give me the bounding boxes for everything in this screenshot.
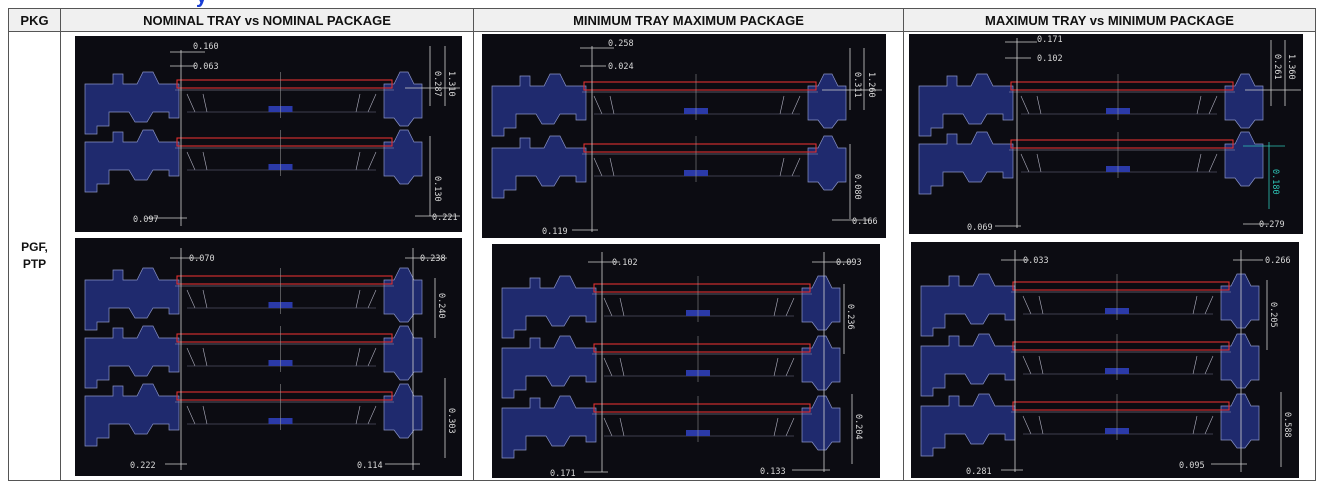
comparison-table: PKG NOMINAL TRAY vs NOMINAL PACKAGE MINI… xyxy=(8,8,1316,481)
tray-row xyxy=(84,383,423,447)
dim-label: 0.204 xyxy=(853,414,863,440)
dim-label: 1.310 xyxy=(446,71,456,97)
dimension-lines xyxy=(572,46,882,232)
nominal-cell: 0.160 0.063 0.097 0.287 1.310 0.130 0.22… xyxy=(60,31,474,481)
dim-label: 0.258 xyxy=(608,39,634,49)
dimension-lines xyxy=(1001,250,1282,472)
dim-label: 0.261 xyxy=(1272,54,1282,80)
tray-row xyxy=(84,325,423,389)
dimension-lines xyxy=(584,252,853,473)
dim-label: 0.171 xyxy=(550,469,576,478)
dim-label: 0.205 xyxy=(1268,302,1278,328)
header-pkg: PKG xyxy=(8,8,61,32)
dim-label: 0.080 xyxy=(852,174,862,200)
dim-label: 0.033 xyxy=(1023,256,1049,266)
dim-label: 0.171 xyxy=(1037,35,1063,45)
dim-label: 1.360 xyxy=(1286,54,1296,80)
dim-label: 0.279 xyxy=(1259,220,1285,230)
minimum-top-svg: 0.258 0.024 0.311 1.260 0.080 0.166 0.11… xyxy=(491,39,882,237)
dim-label: 0.266 xyxy=(1265,256,1291,266)
dim-label: 0.180 xyxy=(1270,169,1280,195)
dimension-lines xyxy=(995,38,1301,228)
maximum-cell: 0.171 0.102 0.261 1.360 0.180 0.069 0.27… xyxy=(903,31,1316,481)
nominal-bottom-svg: 0.070 0.238 0.240 0.303 0.222 0.114 xyxy=(84,248,456,471)
tray-row xyxy=(920,273,1260,337)
tray-row xyxy=(920,333,1260,397)
dim-label: 0.160 xyxy=(193,42,219,52)
dim-label: 0.063 xyxy=(193,62,219,72)
header-nominal: NOMINAL TRAY vs NOMINAL PACKAGE xyxy=(60,8,474,32)
dim-label: 0.588 xyxy=(1282,412,1292,438)
header-row: PKG NOMINAL TRAY vs NOMINAL PACKAGE MINI… xyxy=(8,8,1316,32)
data-row: PGF, PTP 0.160 0.063 0.097 0.287 1.310 xyxy=(8,31,1316,481)
dim-label: 0.166 xyxy=(852,217,878,227)
header-maximum: MAXIMUM TRAY vs MINIMUM PACKAGE xyxy=(903,8,1316,32)
dim-label: 0.114 xyxy=(357,461,383,471)
dim-label: 0.222 xyxy=(130,461,156,471)
dim-label: 1.260 xyxy=(866,72,876,98)
tray-row xyxy=(84,71,423,135)
tray-row xyxy=(920,393,1260,457)
tray-row xyxy=(501,275,841,339)
dimension-lines xyxy=(165,248,447,470)
dim-label: 0.238 xyxy=(420,254,446,264)
dim-label: 0.097 xyxy=(133,215,159,225)
tray-row xyxy=(501,335,841,399)
maximum-bottom-svg: 0.033 0.266 0.205 0.588 0.281 0.095 xyxy=(920,250,1292,477)
dim-label: 0.133 xyxy=(760,467,786,477)
minimum-bottom-svg: 0.102 0.093 0.236 0.204 0.171 0.133 xyxy=(501,252,863,478)
dim-label: 0.303 xyxy=(446,408,456,434)
nominal-top-svg: 0.160 0.063 0.097 0.287 1.310 0.130 0.22… xyxy=(84,42,460,226)
tray-row xyxy=(918,73,1264,137)
dim-label: 0.102 xyxy=(1037,54,1063,64)
tray-row xyxy=(501,395,841,459)
dim-label: 0.102 xyxy=(612,258,638,268)
cropped-title-fragment: y xyxy=(196,0,236,8)
dim-label: 0.069 xyxy=(967,223,993,233)
dim-label: 0.070 xyxy=(189,254,215,264)
minimum-cell: 0.258 0.024 0.311 1.260 0.080 0.166 0.11… xyxy=(473,31,904,481)
pkg-label-line1: PGF, xyxy=(21,240,48,254)
dimension-lines xyxy=(147,46,460,226)
dim-label: 0.281 xyxy=(966,467,992,477)
header-minimum: MINIMUM TRAY MAXIMUM PACKAGE xyxy=(473,8,904,32)
dim-label: 0.221 xyxy=(432,213,458,223)
dim-label: 0.236 xyxy=(845,304,855,330)
dim-label: 0.119 xyxy=(542,227,568,237)
dim-label: 0.311 xyxy=(852,72,862,98)
nominal-bottom-drawing: 0.070 0.238 0.240 0.303 0.222 0.114 xyxy=(75,238,462,476)
dim-label: 0.287 xyxy=(432,71,442,97)
maximum-top-drawing: 0.171 0.102 0.261 1.360 0.180 0.069 0.27… xyxy=(909,34,1303,234)
pkg-label-line2: PTP xyxy=(22,257,47,271)
tray-row xyxy=(491,135,847,199)
minimum-top-drawing: 0.258 0.024 0.311 1.260 0.080 0.166 0.11… xyxy=(482,34,886,238)
dim-label: 0.024 xyxy=(608,62,634,72)
tray-row xyxy=(918,131,1264,195)
minimum-bottom-drawing: 0.102 0.093 0.236 0.204 0.171 0.133 xyxy=(492,244,880,478)
dim-label: 0.093 xyxy=(836,258,862,268)
dim-label: 0.240 xyxy=(436,293,446,319)
nominal-top-drawing: 0.160 0.063 0.097 0.287 1.310 0.130 0.22… xyxy=(75,36,462,232)
maximum-bottom-drawing: 0.033 0.266 0.205 0.588 0.281 0.095 xyxy=(911,242,1299,478)
maximum-top-svg: 0.171 0.102 0.261 1.360 0.180 0.069 0.27… xyxy=(918,35,1301,233)
dim-label: 0.095 xyxy=(1179,461,1205,471)
tray-row xyxy=(84,267,423,331)
tray-row xyxy=(84,129,423,193)
pkg-cell: PGF, PTP xyxy=(8,31,61,481)
tray-row xyxy=(491,73,847,137)
dim-label: 0.130 xyxy=(432,176,442,202)
